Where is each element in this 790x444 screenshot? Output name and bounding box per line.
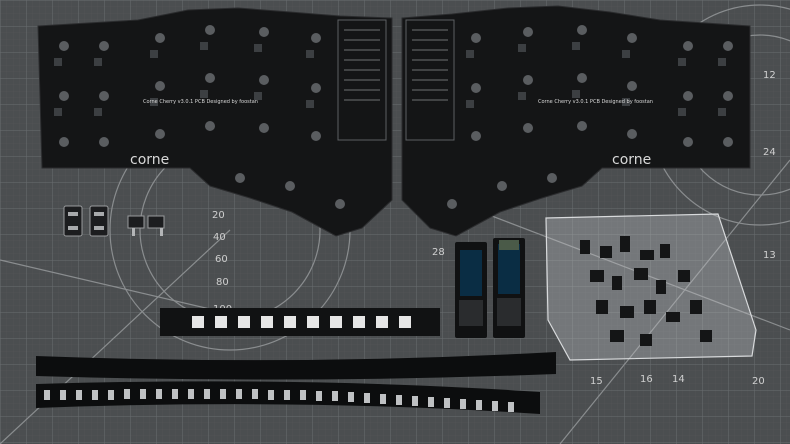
oled-modules [455,238,525,338]
right-pcb-brand: corne [612,152,651,168]
reset-switches [127,215,165,236]
svg-text:12: 12 [763,70,776,81]
left-pcb-brand: corne [130,152,169,168]
diode-tapes [36,352,556,414]
left-pcb-caption: Corne Cherry v3.0.1 PCB Designed by foos… [143,99,258,105]
svg-text:24: 24 [763,147,776,158]
right-pcb-caption: Corne Cherry v3.0.1 PCB Designed by foos… [538,99,653,105]
left-pcb: Corne Cherry v3.0.1 PCB Designed by foos… [37,7,393,237]
svg-text:14: 14 [672,374,685,385]
svg-text:80: 80 [216,277,229,288]
svg-text:20: 20 [212,210,225,221]
svg-text:28: 28 [432,247,445,258]
svg-text:40: 40 [213,232,226,243]
svg-text:60: 60 [215,254,228,265]
component-bag [545,213,757,361]
mat-numbers: 20 40 60 80 100 28 12 24 13 14 15 16 20 [212,70,776,387]
svg-text:15: 15 [590,376,603,387]
svg-text:13: 13 [763,250,776,261]
svg-text:20: 20 [752,376,765,387]
svg-text:16: 16 [640,374,653,385]
led-tape [160,308,440,336]
right-pcb: Corne Cherry v3.0.1 PCB Designed by foos… [401,5,751,237]
trrs-jacks [63,205,109,237]
